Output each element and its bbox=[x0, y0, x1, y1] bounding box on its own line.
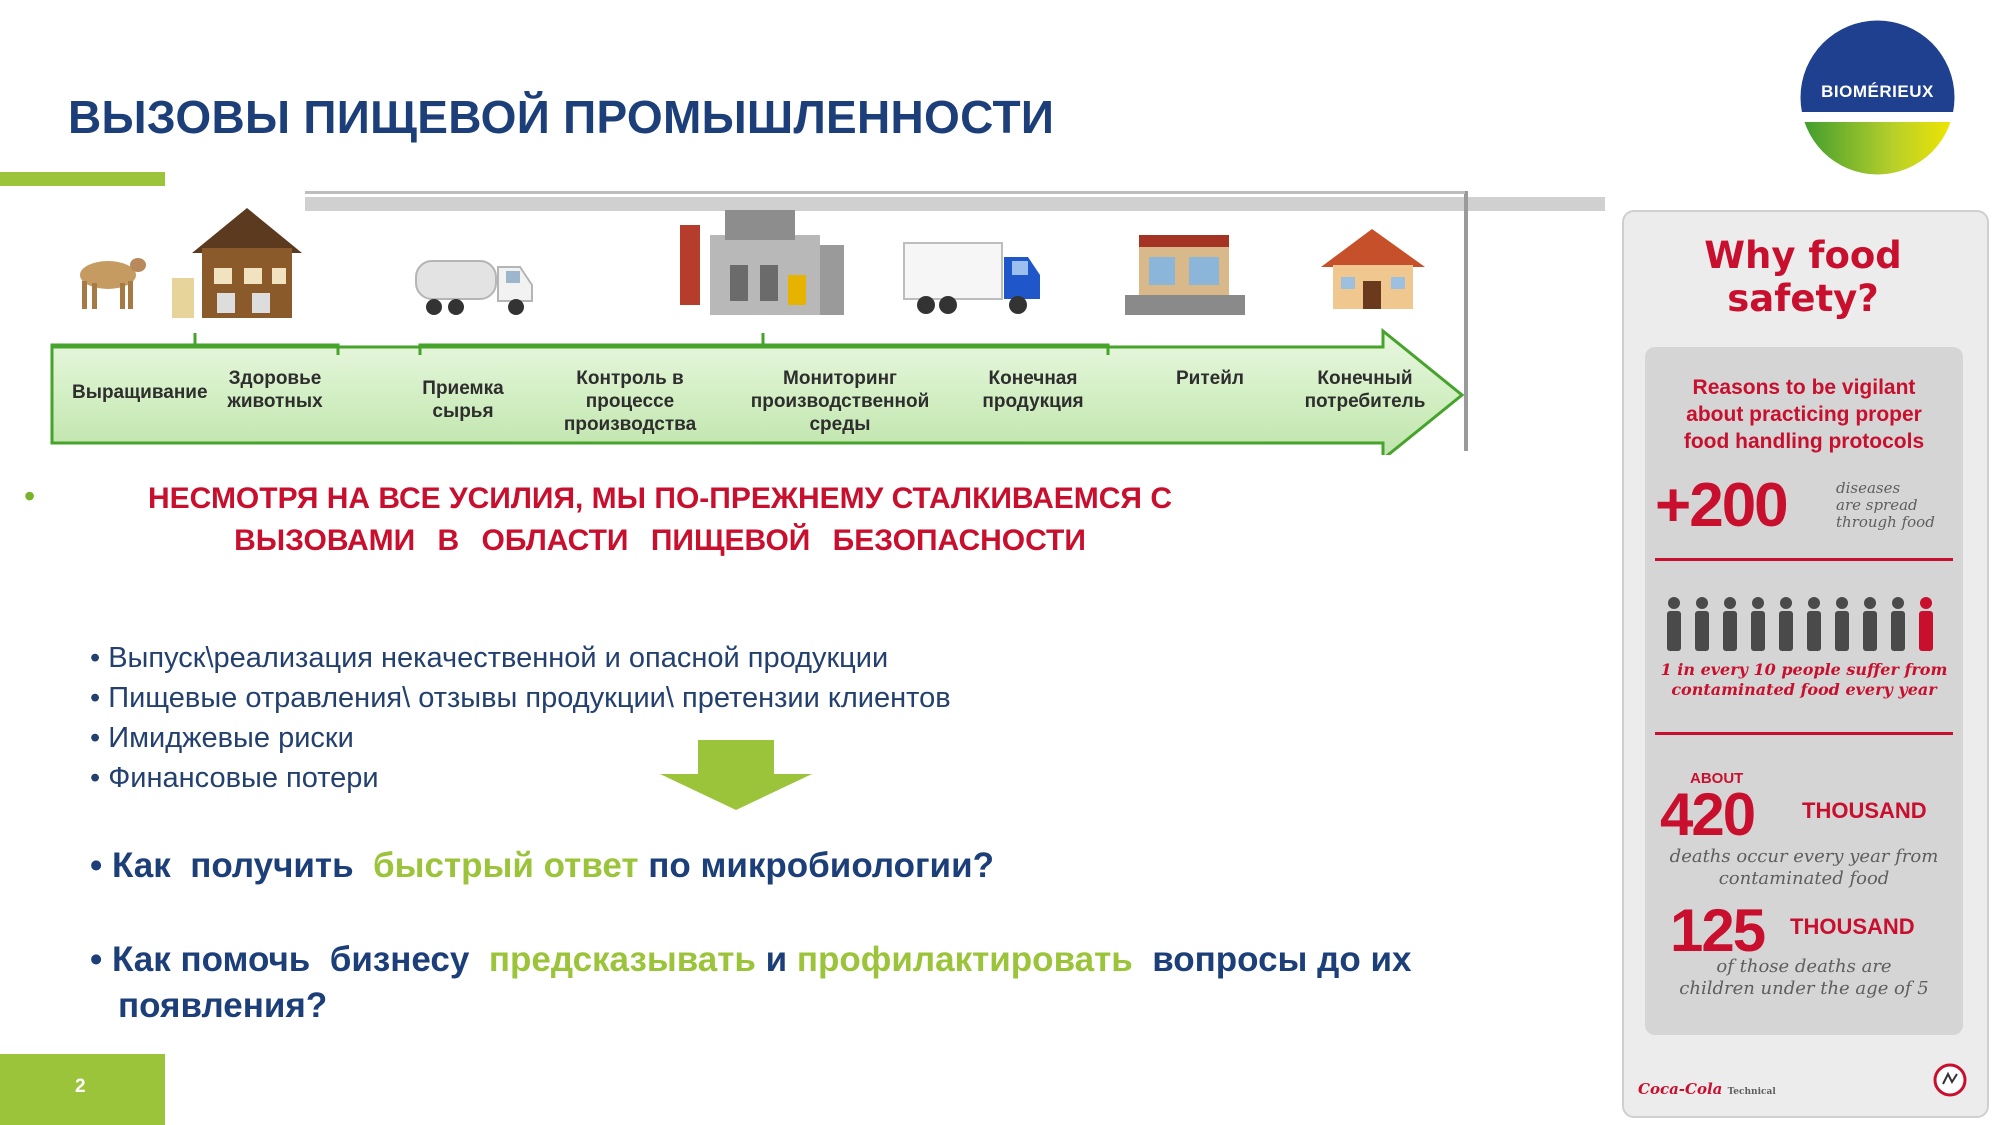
challenge-item: • Финансовые потери bbox=[90, 762, 379, 794]
people-icons bbox=[1667, 597, 1933, 651]
infographic-divider bbox=[1655, 558, 1953, 561]
infographic-footer-brand: Coca-Cola Technical bbox=[1638, 1080, 1776, 1098]
page-number: 2 bbox=[75, 1076, 86, 1097]
question2-mid: и bbox=[755, 940, 797, 979]
question2-accent2: профилактировать bbox=[796, 940, 1133, 979]
stat3-value: 420 bbox=[1660, 781, 1756, 848]
stage-label-consumer-text: Конечный потребитель bbox=[1304, 368, 1426, 412]
question1-post: по микробиологии? bbox=[638, 846, 994, 885]
question2-pre: Как помочь бизнесу bbox=[111, 940, 489, 979]
challenge-item-text: Финансовые потери bbox=[108, 762, 379, 794]
stage-label-growing: Выращивание bbox=[72, 382, 208, 403]
stat4-text: of those deaths are children under the a… bbox=[1679, 956, 1929, 999]
page-number-box bbox=[0, 1054, 165, 1125]
infographic-divider bbox=[1655, 732, 1953, 735]
stat3-about: ABOUT bbox=[1690, 770, 1744, 787]
cow-icon bbox=[80, 258, 146, 309]
down-arrow-icon bbox=[660, 740, 812, 810]
stage-label-raw-intake: Приемка сырья bbox=[408, 377, 518, 423]
infographic-reasons: Reasons to be vigilant about practicing … bbox=[1683, 376, 1925, 453]
headline-line1: НЕСМОТРЯ НА ВСЕ УСИЛИЯ, МЫ ПО-ПРЕЖНЕМУ С… bbox=[148, 482, 1172, 515]
house-icon bbox=[1321, 229, 1425, 309]
delivery-truck-icon bbox=[903, 242, 1040, 314]
challenge-item-text: Пищевые отравления\ отзывы продукции\ пр… bbox=[108, 682, 951, 714]
logo-text: BIOMÉRIEUX bbox=[1821, 82, 1934, 101]
challenge-item: • Выпуск\реализация некачественной и опа… bbox=[90, 642, 889, 674]
stat3-unit: THOUSAND bbox=[1802, 798, 1927, 823]
stat3-text: deaths occur every year from contaminate… bbox=[1669, 846, 1939, 889]
footer-sub: Technical bbox=[1727, 1087, 1776, 1097]
question1-pre: Как получить bbox=[111, 846, 374, 885]
tanker-truck-icon bbox=[415, 260, 533, 315]
stage-label-process-control-text: Контроль в процессе производства bbox=[563, 368, 697, 435]
stage-label-animal-health-text: Здоровье животных bbox=[227, 368, 323, 412]
stage-label-final-product: Конечная продукция bbox=[968, 367, 1098, 413]
stat2-text: 1 in every 10 people suffer from contami… bbox=[1660, 660, 1948, 699]
question2-line2: появления? bbox=[118, 986, 328, 1025]
stat1-text: diseases are spread through food bbox=[1836, 479, 1935, 531]
stat1-value: +200 bbox=[1655, 471, 1789, 540]
question2-post: вопросы до их bbox=[1132, 940, 1412, 979]
stat4-value: 125 bbox=[1670, 897, 1766, 964]
headline: НЕСМОТРЯ НА ВСЕ УСИЛИЯ, МЫ ПО-ПРЕЖНЕМУ С… bbox=[60, 478, 1260, 562]
stage-label-env-monitoring-text: Мониторинг производственной среды bbox=[750, 368, 930, 435]
question1-accent: быстрый ответ bbox=[373, 846, 639, 885]
stage-label-final-product-text: Конечная продукция bbox=[982, 368, 1084, 412]
infographic-panel bbox=[1645, 347, 1963, 1035]
headline-line2: ВЫЗОВАМИ В ОБЛАСТИ ПИЩЕВОЙ БЕЗОПАСНОСТИ bbox=[234, 524, 1086, 557]
stage-label-retail: Ритейл bbox=[1176, 368, 1244, 389]
question-predict-prevent: • Как помочь бизнесу предсказывать и про… bbox=[90, 940, 1412, 979]
title-underline-grey bbox=[305, 197, 1605, 211]
question-fast-answer: • Как получить быстрый ответ по микробио… bbox=[90, 846, 994, 885]
store-icon bbox=[1125, 235, 1245, 315]
infographic-title: Why food safety? bbox=[1704, 234, 1902, 320]
stage-label-process-control: Контроль в процессе производства bbox=[540, 367, 720, 436]
challenge-item: • Пищевые отравления\ отзывы продукции\ … bbox=[90, 682, 951, 714]
challenge-item-text: Выпуск\реализация некачественной и опасн… bbox=[108, 642, 889, 674]
challenge-item: • Имиджевые риски bbox=[90, 722, 354, 754]
biomerieux-logo: BIOMÉRIEUX bbox=[1800, 20, 1955, 175]
stage-label-raw-intake-text: Приемка сырья bbox=[422, 378, 504, 422]
farm-barn-icon bbox=[172, 208, 302, 318]
page-title: ВЫЗОВЫ ПИЩЕВОЙ ПРОМЫШЛЕННОСТИ bbox=[68, 91, 1055, 143]
footer-brand: Coca-Cola bbox=[1638, 1080, 1723, 1098]
bullet-dot: • bbox=[24, 478, 36, 514]
stage-label-consumer: Конечный потребитель bbox=[1295, 367, 1435, 413]
stage-label-animal-health: Здоровье животных bbox=[220, 367, 330, 413]
factory-icon bbox=[680, 210, 844, 315]
food-chain-diagram: Выращивание Здоровье животных Приемка сы… bbox=[50, 185, 1470, 455]
question2-accent1: предсказывать bbox=[488, 940, 756, 979]
title-underline-green bbox=[0, 172, 165, 186]
stat4-unit: THOUSAND bbox=[1790, 914, 1915, 939]
challenge-item-text: Имиджевые риски bbox=[108, 722, 354, 754]
infographic-badge-icon bbox=[1933, 1063, 1967, 1097]
stage-label-env-monitoring: Мониторинг производственной среды bbox=[740, 367, 940, 436]
